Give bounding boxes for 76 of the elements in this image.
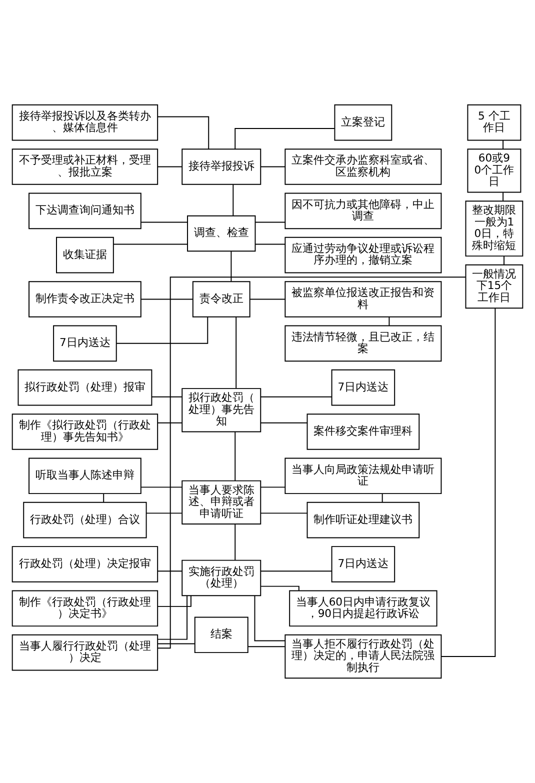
connector <box>157 276 466 649</box>
node-box: 结案 <box>194 616 248 654</box>
node-box: 当事人要求陈述、申辩或者申请听证 <box>182 480 262 524</box>
node-box: 实施行政处罚（处理） <box>182 560 262 596</box>
connector <box>140 222 188 223</box>
connector <box>260 166 286 168</box>
node-box: 7日内送达 <box>53 325 117 362</box>
connector <box>254 244 286 245</box>
connector <box>157 116 210 150</box>
node-box: 调查、检查 <box>187 215 256 252</box>
connector <box>157 570 182 572</box>
connector <box>234 128 335 150</box>
connector <box>260 586 300 592</box>
node-box: 7日内送达 <box>331 546 396 582</box>
connector <box>140 486 182 488</box>
node-box: 立案件交承办监察科室或省、区监察机构 <box>284 148 442 185</box>
node-box: 60或90个工作日 <box>467 148 522 193</box>
node-box: 拟行政处罚（处理）报审 <box>18 369 152 406</box>
connector <box>230 250 232 282</box>
node-box: 违法情节轻微，且已改正，结案 <box>284 325 442 362</box>
node-box: 应通过劳动争议处理或诉讼程序办理的，撤销立案 <box>284 236 442 274</box>
node-box: 听取当事人陈述申辩 <box>28 458 142 494</box>
node-box: 7日内送达 <box>331 369 396 406</box>
connector <box>502 192 504 202</box>
connector <box>232 184 234 216</box>
node-box: 当事人拒不履行行政处罚（处理）决定的，申请人民法院强制执行 <box>284 634 442 679</box>
node-box: 当事人履行行政处罚（处理）决定 <box>12 634 158 671</box>
node-box: 整改期限一般为10日，特殊时缩短 <box>465 200 524 257</box>
connector <box>140 298 194 300</box>
connector <box>157 166 182 168</box>
connector <box>248 646 286 648</box>
node-box: 被监察单位报送改正报告和资料 <box>284 281 442 318</box>
connector <box>151 396 182 398</box>
node-box: 制作《拟行政处罚（行政处理）事先告知书》 <box>12 414 158 450</box>
connector <box>116 316 208 344</box>
node-box: 接待举报投诉以及各类转办、媒体信息件 <box>12 104 158 141</box>
node-box: 拟行政处罚（处理）事先告知 <box>182 388 262 432</box>
node-box: 行政处罚（处理）合议 <box>23 502 147 538</box>
node-box: 制作听证处理建议书 <box>306 502 420 538</box>
node-box: 行政处罚（处理）决定报审 <box>12 546 158 582</box>
connector <box>254 222 286 223</box>
connector <box>236 316 237 389</box>
connector <box>157 595 192 607</box>
connector <box>103 493 104 503</box>
connector <box>441 308 496 657</box>
connector <box>113 244 188 245</box>
connector <box>260 512 308 514</box>
node-box: 不予受理或补正材料，受理、报批立案 <box>12 148 158 185</box>
connector <box>157 422 182 424</box>
node-box: 当事人60日内申请行政复议，90日内提起行政诉讼 <box>289 590 438 627</box>
connector <box>234 432 236 482</box>
connector <box>157 595 188 640</box>
node-box: 制作责令改正决定书 <box>28 281 142 318</box>
connector <box>234 524 236 561</box>
connector <box>260 422 308 424</box>
node-box: 立案登记 <box>334 104 392 141</box>
connector <box>260 396 332 398</box>
node-box: 责令改正 <box>192 281 250 318</box>
connector <box>502 140 504 150</box>
node-box: 案件移交案件审理科 <box>306 414 420 450</box>
node-box: 因不可抗力或其他障碍，中止调查 <box>284 192 442 230</box>
node-box: 收集证据 <box>56 236 114 274</box>
node-box: 制作《行政处罚（行政处理）决定书》 <box>12 590 158 627</box>
connector <box>157 643 196 644</box>
node-box: 5 个工作日 <box>467 104 522 141</box>
connector <box>146 512 182 514</box>
connector <box>388 316 390 326</box>
node-box: 接待举报投诉 <box>182 148 262 185</box>
connector <box>260 486 286 488</box>
connector <box>254 595 286 642</box>
node-box: 当事人向局政策法规处申请听证 <box>284 458 442 494</box>
connector <box>250 298 286 300</box>
connector <box>260 570 332 572</box>
node-box: 一般情况下15个工作日 <box>465 264 524 309</box>
connector <box>382 493 383 503</box>
node-box: 下达调查询问通知书 <box>28 192 142 230</box>
